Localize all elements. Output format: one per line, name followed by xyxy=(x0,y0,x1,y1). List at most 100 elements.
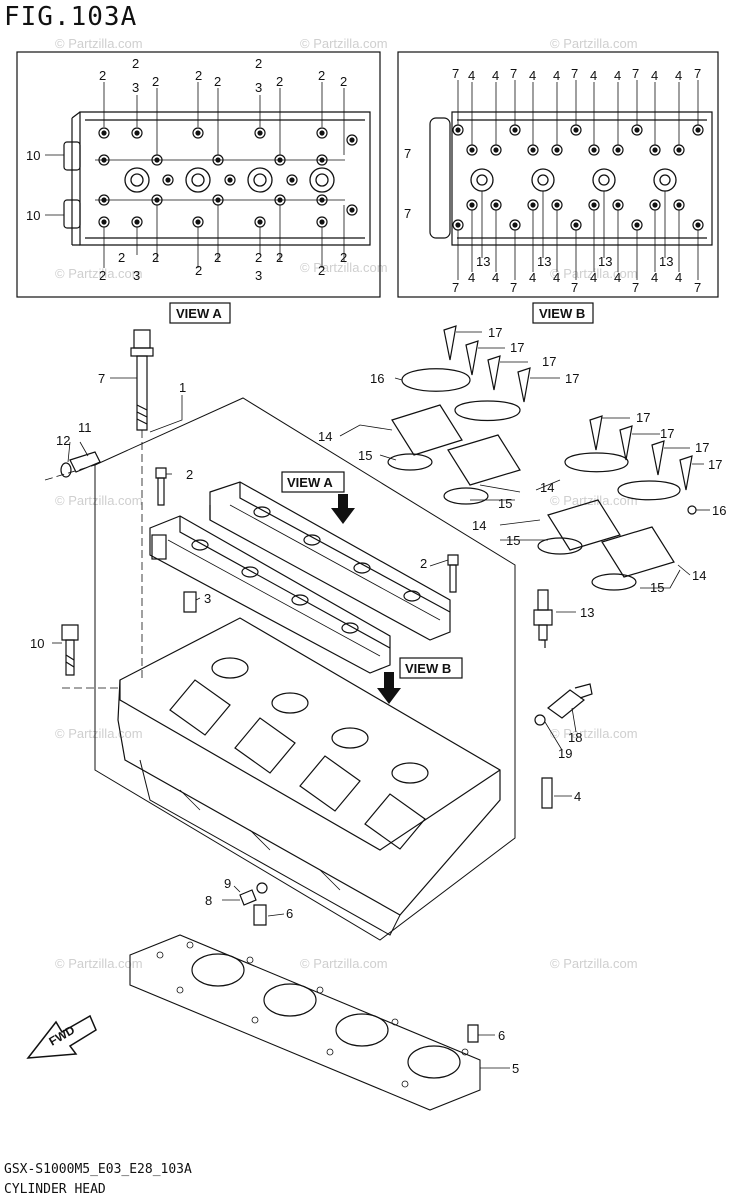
callout-4: 4 xyxy=(590,270,597,285)
callout-12: 12 xyxy=(56,433,70,448)
callout-2: 2 xyxy=(340,74,347,89)
callout-4: 4 xyxy=(553,68,560,83)
view-a-tag: VIEW A xyxy=(169,302,231,324)
view-a-pointer-label: VIEW A xyxy=(287,475,333,490)
view-b-inset xyxy=(397,51,719,298)
callout-2: 2 xyxy=(195,263,202,278)
callout-2: 2 xyxy=(195,68,202,83)
callout-15: 15 xyxy=(358,448,372,463)
callout-4: 4 xyxy=(590,68,597,83)
callout-2: 2 xyxy=(276,250,283,265)
callout-17: 17 xyxy=(542,354,556,369)
callout-11: 11 xyxy=(78,420,92,435)
callout-10: 10 xyxy=(30,636,44,651)
figure-code: GSX-S1000M5_E03_E28_103A xyxy=(4,1162,192,1177)
callout-13: 13 xyxy=(476,254,490,269)
callout-17: 17 xyxy=(708,457,722,472)
watermark-text: © Partzilla.com xyxy=(55,726,143,741)
callout-13: 13 xyxy=(580,605,594,620)
callout-2: 2 xyxy=(99,268,106,283)
watermark-text: © Partzilla.com xyxy=(55,266,143,281)
callout-4: 4 xyxy=(651,270,658,285)
callout-4: 4 xyxy=(614,270,621,285)
view-b-pointer: VIEW B xyxy=(377,657,463,704)
callout-18: 18 xyxy=(568,730,582,745)
callout-4: 4 xyxy=(492,68,499,83)
callout-17: 17 xyxy=(660,426,674,441)
callout-16: 16 xyxy=(712,503,726,518)
callout-10: 10 xyxy=(26,208,40,223)
callout-2: 2 xyxy=(132,56,139,71)
callout-7: 7 xyxy=(632,66,639,81)
callout-7: 7 xyxy=(571,280,578,295)
callout-4: 4 xyxy=(553,270,560,285)
watermark-text: © Partzilla.com xyxy=(550,956,638,971)
callout-2: 2 xyxy=(255,56,262,71)
callout-7: 7 xyxy=(98,371,105,386)
watermark-text: © Partzilla.com xyxy=(300,956,388,971)
callout-10: 10 xyxy=(26,148,40,163)
callout-7: 7 xyxy=(452,280,459,295)
callout-14: 14 xyxy=(692,568,706,583)
main-callouts: 7 1 12 11 2 3 2 10 13 18 19 4 9 8 6 6 5 … xyxy=(30,325,726,1076)
view-a-pointer: VIEW A xyxy=(281,471,355,524)
callout-1: 1 xyxy=(179,380,186,395)
figure-name: CYLINDER HEAD xyxy=(4,1182,106,1197)
callout-7: 7 xyxy=(404,206,411,221)
callout-5: 5 xyxy=(512,1061,519,1076)
callout-16: 16 xyxy=(370,371,384,386)
callout-13: 13 xyxy=(598,254,612,269)
view-a-callouts: 2 2 3 2 2 2 2 3 2 2 2 10 10 2 2 3 2 2 2 … xyxy=(26,56,347,283)
watermark-text: © Partzilla.com xyxy=(55,956,143,971)
callout-14: 14 xyxy=(472,518,486,533)
callout-8: 8 xyxy=(205,893,212,908)
callout-2: 2 xyxy=(152,250,159,265)
callout-4: 4 xyxy=(492,270,499,285)
callout-3: 3 xyxy=(255,268,262,283)
watermark-text: © Partzilla.com xyxy=(55,493,143,508)
callout-4: 4 xyxy=(651,68,658,83)
callout-2: 2 xyxy=(186,467,193,482)
callout-2: 2 xyxy=(276,74,283,89)
callout-2: 2 xyxy=(318,263,325,278)
callout-3: 3 xyxy=(133,268,140,283)
callout-7: 7 xyxy=(510,66,517,81)
callout-13: 13 xyxy=(537,254,551,269)
callout-4: 4 xyxy=(468,270,475,285)
callout-4: 4 xyxy=(529,270,536,285)
callout-17: 17 xyxy=(695,440,709,455)
callout-17: 17 xyxy=(510,340,524,355)
callout-2: 2 xyxy=(152,74,159,89)
callout-19: 19 xyxy=(558,746,572,761)
callout-2: 2 xyxy=(118,250,125,265)
watermark-text: © Partzilla.com xyxy=(55,36,143,51)
view-b-pointer-label: VIEW B xyxy=(405,661,451,676)
callout-2: 2 xyxy=(99,68,106,83)
view-a-inset xyxy=(16,51,381,298)
callout-2: 2 xyxy=(318,68,325,83)
callout-2: 2 xyxy=(214,74,221,89)
callout-17: 17 xyxy=(488,325,502,340)
callout-7: 7 xyxy=(404,146,411,161)
callout-4: 4 xyxy=(675,68,682,83)
callout-4: 4 xyxy=(574,789,581,804)
view-a-label: VIEW A xyxy=(176,306,222,321)
callout-17: 17 xyxy=(636,410,650,425)
figure-title: FIG.103A xyxy=(4,2,138,32)
callout-2: 2 xyxy=(255,250,262,265)
view-b-tag: VIEW B xyxy=(532,302,594,324)
callout-15: 15 xyxy=(498,496,512,511)
callout-3: 3 xyxy=(255,80,262,95)
callout-13: 13 xyxy=(659,254,673,269)
callout-14: 14 xyxy=(540,480,554,495)
callout-7: 7 xyxy=(694,280,701,295)
callout-17: 17 xyxy=(565,371,579,386)
callout-6: 6 xyxy=(286,906,293,921)
callout-7: 7 xyxy=(452,66,459,81)
callout-6: 6 xyxy=(498,1028,505,1043)
callout-7: 7 xyxy=(510,280,517,295)
callout-15: 15 xyxy=(506,533,520,548)
callout-3: 3 xyxy=(132,80,139,95)
fwd-arrow-icon: FWD xyxy=(26,1014,97,1059)
